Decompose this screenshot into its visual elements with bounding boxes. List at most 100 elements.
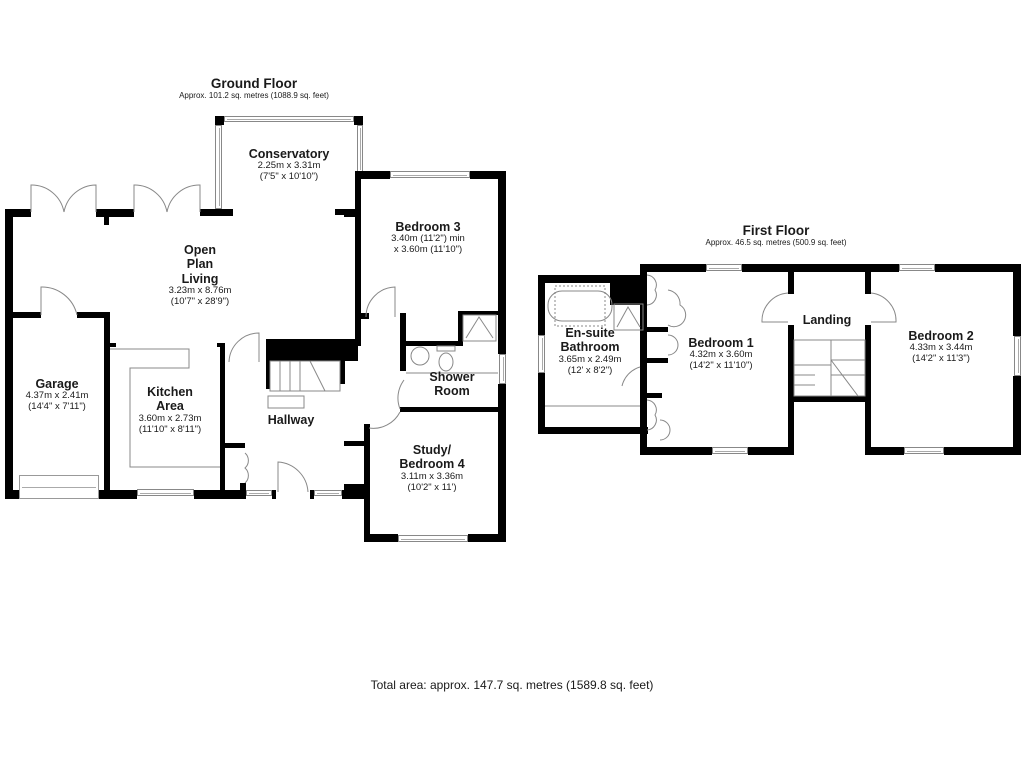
- wall: [77, 312, 110, 318]
- wall: [240, 483, 246, 499]
- wall: [865, 264, 871, 294]
- room-name: Conservatory: [248, 147, 330, 161]
- window: [712, 447, 748, 454]
- room-name-line: Study/: [412, 443, 452, 457]
- wall: [340, 339, 345, 384]
- wall: [468, 534, 506, 542]
- room-dimensions-metric: 3.40m (11'2") min: [391, 233, 465, 245]
- room-name-line: Area: [156, 399, 184, 414]
- window: [706, 264, 742, 271]
- room-dimensions-imperial: (10'2" x 11'): [407, 481, 457, 493]
- room-label-landing: Landing: [803, 313, 852, 327]
- wall: [935, 264, 1021, 272]
- ground-floor-title: Ground Floor: [210, 76, 298, 91]
- wall: [361, 313, 369, 319]
- room-dimensions-imperial: (12' x 8'2"): [567, 364, 613, 376]
- wall: [538, 427, 648, 434]
- room-dimensions-imperial: (7'5" x 10'10"): [259, 171, 319, 183]
- first-floor-title: First Floor: [742, 223, 810, 238]
- room-dimensions-imperial: (14'4" x 7'11"): [28, 401, 86, 413]
- wall: [1013, 376, 1021, 455]
- room-label-conservatory: Conservatory 2.25m x 3.31m (7'5" x 10'10…: [249, 147, 330, 183]
- wall: [96, 209, 134, 217]
- room-label-bedroom-3: Bedroom 3 3.40m (11'2") min x 3.60m (11'…: [391, 220, 465, 256]
- room-name: Bedroom 1: [688, 336, 754, 350]
- wall: [400, 341, 460, 346]
- wall: [225, 443, 245, 448]
- wall: [458, 313, 463, 346]
- wall: [788, 325, 794, 455]
- wall: [215, 116, 224, 125]
- room-name-line: Bathroom: [560, 340, 620, 355]
- room-dimensions-metric: 3.23m x 8.76m: [168, 285, 232, 297]
- wall: [865, 447, 904, 455]
- room-label-shower-room: Shower Room: [429, 370, 474, 399]
- wall: [498, 171, 506, 354]
- wall: [640, 358, 668, 363]
- wall: [794, 396, 865, 402]
- room-name: Bedroom 2: [908, 329, 974, 343]
- ground-floor-area: Approx. 101.2 sq. metres (1088.9 sq. fee…: [179, 91, 329, 100]
- wall: [640, 264, 706, 272]
- room-dimensions-imperial: (11'10" x 8'11"): [138, 423, 202, 435]
- room-name-line: En-suite: [565, 326, 615, 340]
- garage-door: [19, 475, 99, 499]
- room-name: Bedroom 3: [395, 220, 461, 234]
- window: [538, 335, 545, 373]
- first-floor-heading: First Floor Approx. 46.5 sq. metres (500…: [706, 223, 847, 247]
- room-dimensions-imperial: (14'2" x 11'3"): [912, 353, 970, 365]
- room-label-en-suite-bathroom: En-suite Bathroom 3.65m x 2.49m (12' x 8…: [559, 326, 622, 377]
- door-swing-icon: [40, 286, 78, 316]
- window: [246, 490, 272, 496]
- window: [904, 447, 944, 454]
- wall: [498, 384, 506, 542]
- room-dimensions-imperial: x 3.60m (11'10"): [393, 244, 463, 256]
- room-dimensions-metric: 3.11m x 3.36m: [400, 470, 464, 482]
- wall: [1013, 264, 1021, 336]
- wall: [865, 264, 899, 272]
- wall: [5, 209, 13, 499]
- room-dimensions-metric: 4.33m x 3.44m: [909, 342, 973, 354]
- wall: [865, 325, 871, 455]
- wall: [344, 484, 366, 494]
- wall: [110, 343, 116, 347]
- room-label-kitchen-area: Kitchen Area 3.60m x 2.73m (11'10" x 8'1…: [139, 385, 202, 436]
- room-dimensions-imperial: (14'2" x 11'10"): [689, 360, 753, 372]
- french-door-icon: [30, 184, 65, 213]
- window: [899, 264, 935, 271]
- wall: [640, 393, 662, 398]
- room-name: Garage: [35, 377, 79, 391]
- wall: [538, 275, 545, 335]
- wall: [470, 171, 506, 179]
- room-label-open-plan-living: Open Plan Living 3.23m x 8.76m (10'7" x …: [169, 243, 232, 308]
- wall: [194, 490, 246, 499]
- room-label-garage: Garage 4.37m x 2.41m (14'4" x 7'11"): [26, 377, 89, 413]
- room-name: Landing: [802, 313, 852, 327]
- wall: [342, 490, 368, 499]
- wall: [400, 407, 506, 412]
- wall: [538, 275, 643, 283]
- room-name-line: Shower: [429, 370, 475, 384]
- wall: [200, 209, 233, 216]
- wall: [364, 534, 398, 542]
- room-dimensions-metric: 3.65m x 2.49m: [558, 353, 622, 365]
- room-label-study-bedroom-4: Study/ Bedroom 4 3.11m x 3.36m (10'2" x …: [399, 443, 464, 494]
- room-name-line: Open: [184, 243, 216, 257]
- wall: [5, 490, 19, 499]
- room-dimensions-metric: 4.37m x 2.41m: [25, 390, 89, 402]
- window: [390, 171, 470, 178]
- window: [398, 535, 468, 542]
- wall: [266, 339, 270, 389]
- room-dimensions-metric: 4.32m x 3.60m: [689, 349, 753, 361]
- window: [499, 354, 506, 384]
- total-area: Total area: approx. 147.7 sq. metres (15…: [370, 678, 654, 692]
- wall: [944, 447, 1021, 455]
- wall: [640, 447, 712, 455]
- first-floor-area: Approx. 46.5 sq. metres (500.9 sq. feet): [705, 238, 847, 247]
- wall: [104, 312, 110, 499]
- window: [314, 490, 342, 496]
- wall: [355, 171, 390, 179]
- wall: [272, 490, 276, 499]
- ground-floor-heading: Ground Floor Approx. 101.2 sq. metres (1…: [179, 76, 329, 100]
